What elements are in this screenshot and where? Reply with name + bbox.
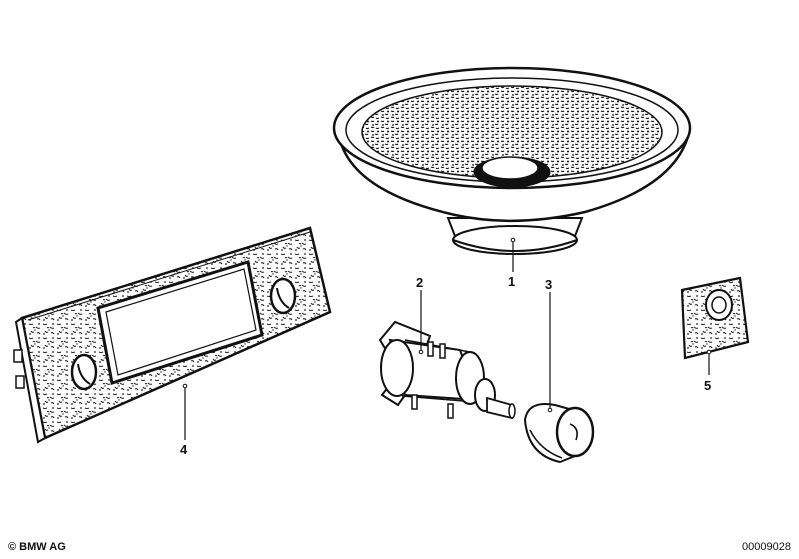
callout-3: 3 — [545, 277, 552, 292]
copyright-notice: © BMW AG — [8, 541, 66, 553]
loudspeaker — [332, 66, 692, 272]
callout-4: 4 — [180, 442, 188, 457]
image-number: 00009028 — [742, 541, 791, 553]
callout-2: 2 — [416, 275, 423, 290]
callout-5: 5 — [704, 378, 711, 393]
cover-plate — [680, 276, 750, 375]
potentiometer — [378, 290, 516, 420]
control-knob — [523, 292, 595, 464]
callout-1: 1 — [508, 274, 515, 289]
radio-trim-panel — [13, 226, 332, 444]
